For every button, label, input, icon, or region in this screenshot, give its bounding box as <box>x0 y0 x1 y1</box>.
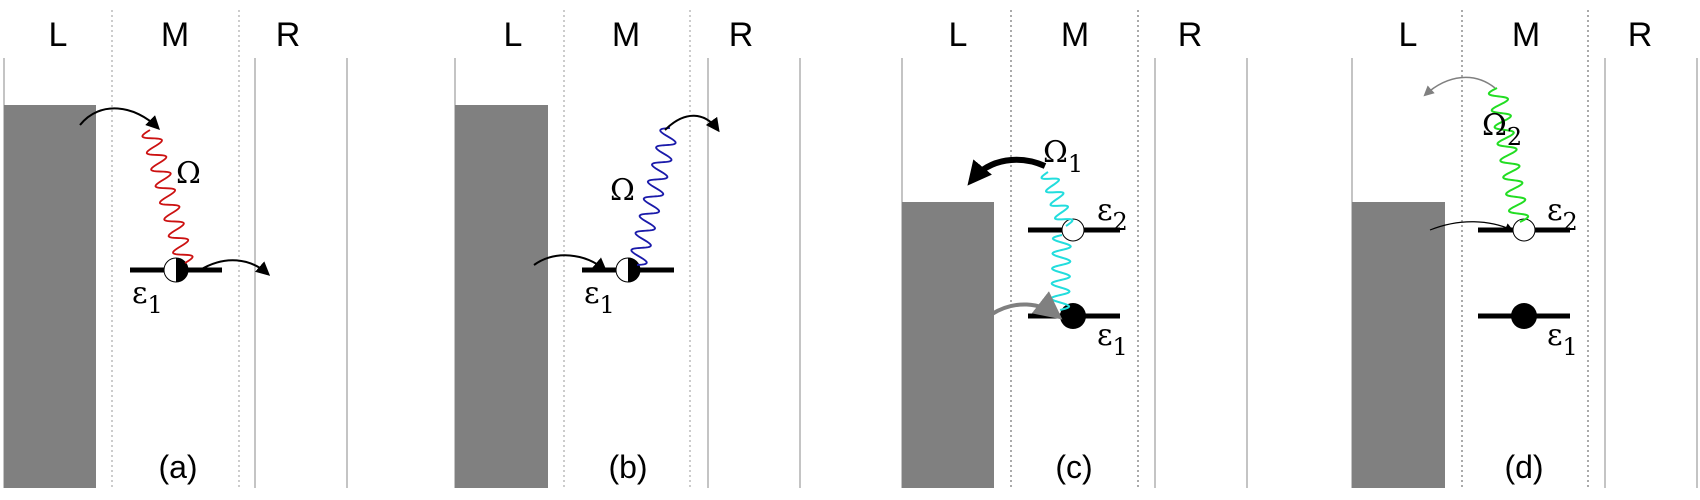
tunneling-arrow-out <box>199 259 271 276</box>
photon-label: Ω <box>610 173 635 208</box>
electron-state-filled <box>1060 303 1086 329</box>
photon-wave <box>630 127 677 266</box>
level-label-e2: ε2 <box>1547 193 1578 236</box>
panel-caption: (b) <box>608 449 647 485</box>
level-label-e1: ε1 <box>1547 318 1578 361</box>
panel-a: L M R Ω ε1 (a) <box>3 10 348 488</box>
left-lead-fermi-sea <box>902 202 994 488</box>
column-label-middle: M <box>1512 16 1540 54</box>
panel-caption: (c) <box>1055 449 1092 485</box>
photon-wave <box>1487 87 1530 223</box>
level-label-e1: ε1 <box>584 276 615 319</box>
column-label-right: R <box>276 16 301 54</box>
level-label-e2: ε2 <box>1097 193 1128 236</box>
column-label-left: L <box>949 16 968 54</box>
column-label-right: R <box>1178 16 1203 54</box>
panel-caption: (a) <box>158 449 197 485</box>
emission-arrow <box>967 156 1047 186</box>
photon-label: Ω1 <box>1043 135 1083 178</box>
panel-caption: (d) <box>1504 449 1543 485</box>
panel-d: L M R Ω2 ε2 ε1 (d) <box>1351 10 1698 488</box>
photon-wave-lower <box>1050 234 1072 311</box>
left-lead-fermi-sea <box>455 105 548 488</box>
column-label-middle: M <box>161 16 189 54</box>
left-lead-fermi-sea <box>1352 202 1445 488</box>
photon-label: Ω <box>176 156 201 191</box>
level-label-e1: ε1 <box>132 276 163 319</box>
column-label-left: L <box>504 16 523 54</box>
electron-state-empty <box>1512 218 1536 242</box>
photon-label: Ω2 <box>1482 108 1522 151</box>
electron-state-empty <box>1061 218 1085 242</box>
tunneling-arrow-out <box>664 114 720 133</box>
column-label-left: L <box>1399 16 1418 54</box>
column-label-left: L <box>49 16 68 54</box>
column-label-right: R <box>1628 16 1653 54</box>
tunneling-arrow-in <box>1429 221 1514 232</box>
column-label-right: R <box>729 16 754 54</box>
photon-wave <box>141 129 194 264</box>
electron-state-half <box>628 258 640 282</box>
photon-wave-upper <box>1040 171 1074 227</box>
electron-state-filled <box>1511 303 1537 329</box>
tunneling-arrow-in <box>79 107 160 130</box>
relaxation-arrow <box>990 291 1063 320</box>
panel-b: L M R Ω ε1 (b) <box>454 10 801 488</box>
left-lead-fermi-sea <box>4 105 96 488</box>
tunneling-arrow-in <box>533 254 608 272</box>
electron-state-half <box>176 258 188 282</box>
level-label-e1: ε1 <box>1097 318 1128 361</box>
emission-arrow <box>1423 76 1496 97</box>
column-label-middle: M <box>612 16 640 54</box>
column-label-middle: M <box>1061 16 1089 54</box>
panel-c: L M R Ω1 ε2 ε1 (c) <box>901 10 1248 488</box>
